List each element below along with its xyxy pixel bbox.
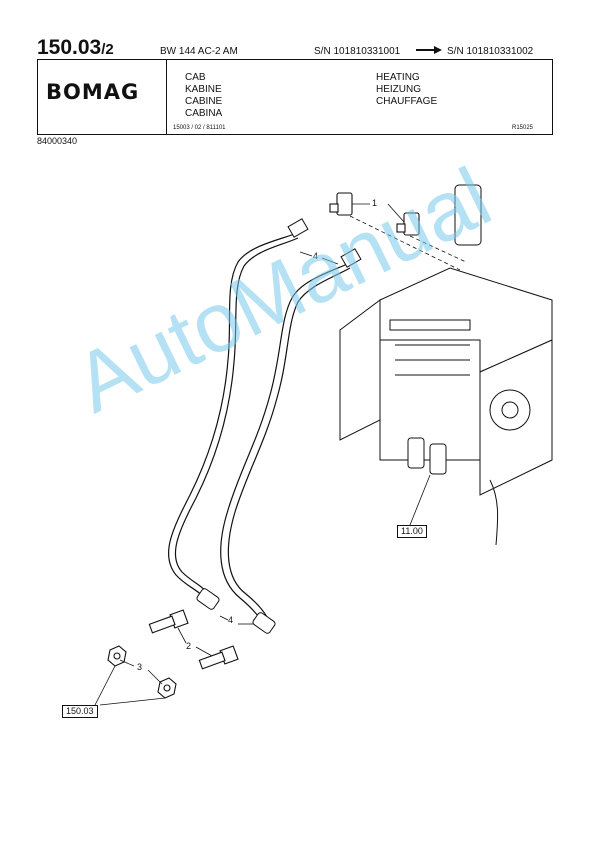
valve-1b-stem <box>396 223 406 233</box>
bolt-2a-thread <box>148 615 176 634</box>
hose-b-inner <box>227 267 351 618</box>
reference-box-15003[interactable]: 150.03 <box>62 705 98 718</box>
hose-a-inner <box>174 237 299 597</box>
callout-4-top: 4 <box>313 251 319 261</box>
sensor-cable <box>489 479 499 546</box>
description-line: HEATING <box>376 72 420 83</box>
model-label: BW 144 AC-2 AM <box>160 46 238 57</box>
hose-b <box>220 261 353 623</box>
descriptions-right: HEATING HEIZUNG CHAUFFAGE <box>376 72 437 108</box>
document-number: 84000340 <box>37 136 78 146</box>
description-line: KABINE <box>185 84 222 95</box>
drawing-code: R15025 <box>512 125 534 131</box>
description-line: HEIZUNG <box>376 84 421 95</box>
callout-4-bottom: 4 <box>228 615 234 625</box>
callout-1: 1 <box>372 198 378 208</box>
page-number: 150.03/2 <box>37 36 114 59</box>
engine-front <box>379 339 481 461</box>
description-line: CABINA <box>185 108 223 119</box>
bolt-2b-thread <box>198 651 226 670</box>
valve-1a-stem <box>329 203 339 213</box>
callout-3: 3 <box>137 662 143 672</box>
callout-2: 2 <box>186 641 192 651</box>
valve-1a <box>336 192 353 216</box>
description-line: CAB <box>185 72 206 83</box>
engine-ribs <box>389 319 471 331</box>
description-line: CHAUFFAGE <box>376 96 438 107</box>
hose-a <box>167 231 301 601</box>
description-line: CABINE <box>185 96 223 107</box>
reference-code: 15003 / 02 / 811101 <box>173 125 226 131</box>
valve-1b <box>403 212 420 236</box>
serial-from: S/N 101810331001 <box>314 46 401 57</box>
descriptions-left: CAB KABINE CABINE CABINA <box>185 72 222 120</box>
fitting-top-b <box>340 248 362 268</box>
engine-filter-b <box>429 443 447 475</box>
arrow-right-icon <box>416 46 442 54</box>
fitting-top-a <box>287 218 309 238</box>
serial-to: S/N 101810331002 <box>447 46 534 57</box>
engine-pipe <box>454 184 482 246</box>
header-box <box>37 59 553 135</box>
engine-filter-a <box>407 437 425 469</box>
header-divider <box>166 59 167 135</box>
engine-body <box>339 299 381 441</box>
elbow-a <box>196 588 220 610</box>
elbow-b <box>252 612 276 634</box>
reference-box-1100[interactable]: 11.00 <box>397 525 427 538</box>
bomag-logo: BOMAG <box>46 80 140 104</box>
